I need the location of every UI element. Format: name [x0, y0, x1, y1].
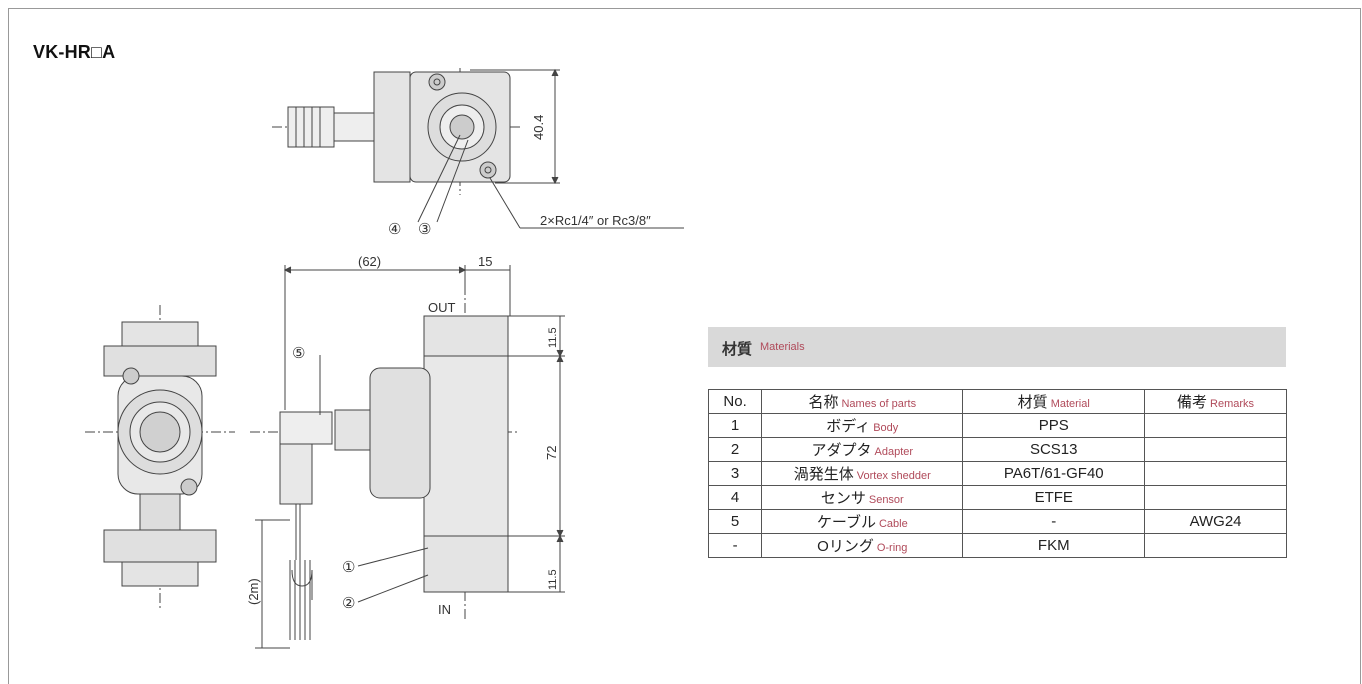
- port-note: 2×Rc1/4″ or Rc3/8″: [540, 213, 651, 228]
- dim-width-62: (62): [358, 254, 381, 269]
- model-title: VK-HR□A: [33, 42, 116, 62]
- cell-no: -: [707, 533, 763, 558]
- dim-height-top: 40.4: [531, 115, 546, 140]
- dim-11-5-top: 11.5: [547, 327, 559, 348]
- side-view: [250, 265, 565, 649]
- out-label: OUT: [428, 300, 456, 315]
- callout-1: ①: [342, 559, 355, 576]
- front-view: [85, 305, 235, 610]
- callout-5: ⑤: [292, 345, 305, 362]
- col-no: No.: [707, 389, 763, 414]
- in-label: IN: [438, 602, 451, 617]
- cell-material: FKM: [962, 533, 1146, 558]
- callout-2: ②: [342, 595, 355, 612]
- dim-11-5-bottom: 11.5: [547, 569, 559, 590]
- cell-no: 2: [707, 437, 763, 462]
- materials-header: 材質 Materials: [708, 327, 1286, 367]
- cell-material: -: [962, 509, 1146, 534]
- cell-remarks: [1144, 413, 1287, 438]
- page-frame: [8, 8, 1361, 684]
- materials-title-jp: 材質: [722, 341, 753, 358]
- cell-remarks: AWG24: [1144, 509, 1287, 534]
- top-view: [272, 68, 684, 229]
- cell-material: SCS13: [962, 437, 1146, 462]
- cell-remarks: [1144, 437, 1287, 462]
- cell-remarks: [1144, 485, 1287, 510]
- cell-material: PPS: [962, 413, 1146, 438]
- callout-3: ③: [418, 221, 431, 238]
- dim-width-15: 15: [478, 254, 492, 269]
- cell-remarks: [1144, 461, 1287, 486]
- cell-remarks: [1144, 533, 1287, 558]
- cell-no: 1: [707, 413, 763, 438]
- materials-title-en: Materials: [760, 341, 805, 353]
- cell-no: 4: [707, 485, 763, 510]
- cell-no: 5: [707, 509, 763, 534]
- cell-material: PA6T/61-GF40: [962, 461, 1146, 486]
- cell-no: 3: [707, 461, 763, 486]
- callout-4: ④: [388, 221, 401, 238]
- cell-material: ETFE: [962, 485, 1146, 510]
- cable-length: (2m): [246, 578, 261, 605]
- dim-72: 72: [544, 446, 559, 460]
